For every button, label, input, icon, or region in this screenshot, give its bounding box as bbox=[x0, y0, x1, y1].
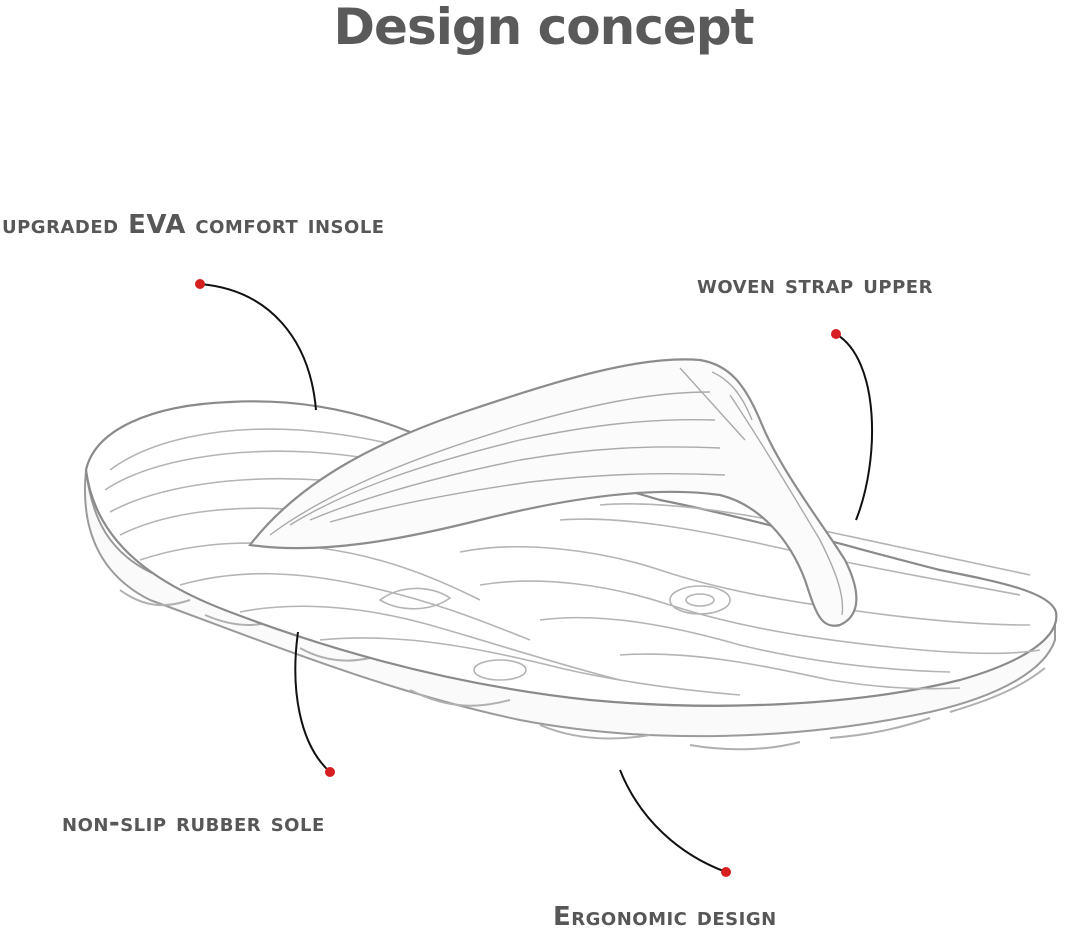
woven-strap bbox=[247, 358, 858, 627]
page-title: Design concept bbox=[333, 0, 755, 56]
dot-insole bbox=[195, 279, 205, 289]
label-ergonomic-design: Ergonomic design bbox=[553, 902, 777, 932]
outsole-tread bbox=[119, 589, 1046, 751]
leader-sole bbox=[294, 631, 331, 773]
leader-upper bbox=[835, 333, 873, 521]
strap-weave bbox=[269, 367, 844, 616]
dot-sole bbox=[325, 767, 335, 777]
leader-insole bbox=[199, 283, 317, 411]
label-rubber-sole: non-slip rubber sole bbox=[62, 808, 325, 838]
label-insole: upgraded EVA comfort insole bbox=[2, 210, 385, 240]
dot-ergonomic bbox=[721, 867, 731, 877]
label-strap-upper: woven strap upper bbox=[697, 270, 933, 300]
dot-upper bbox=[831, 329, 841, 339]
leader-ergonomic bbox=[619, 769, 727, 873]
